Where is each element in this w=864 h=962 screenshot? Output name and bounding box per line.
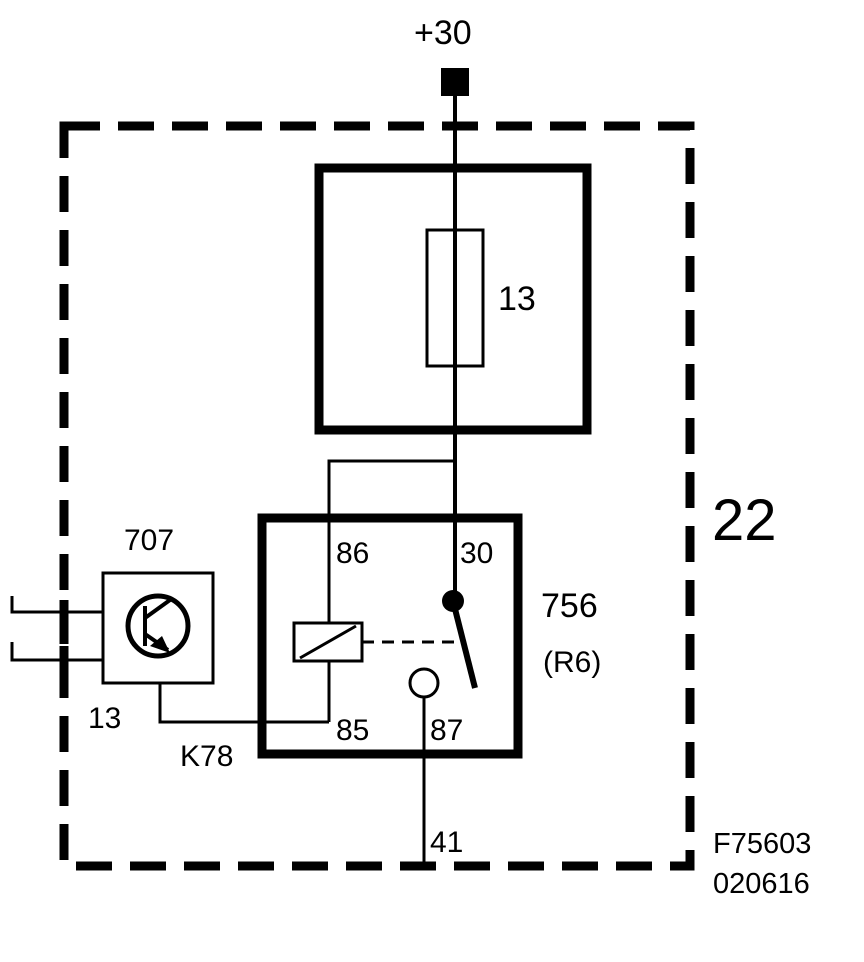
transistor-emitter-arrow	[150, 636, 170, 653]
component-box-outline	[59, 121, 695, 871]
relay-pin-86-label: 86	[336, 537, 369, 570]
transistor-collector	[143, 598, 172, 620]
relay-pin-30-label: 30	[460, 537, 493, 570]
supply-label: +30	[414, 14, 472, 52]
relay-id-label: 756	[541, 587, 598, 625]
relay-code-label: (R6)	[543, 646, 601, 679]
coil-feed-wire	[327, 459, 455, 628]
transistor-input-lead-1	[10, 596, 103, 614]
control-wire	[158, 684, 329, 724]
reference-code: F75603	[713, 828, 811, 860]
transistor-id-label: 707	[124, 524, 174, 557]
transistor-symbol	[125, 593, 191, 659]
fuse-label: 13	[498, 280, 536, 318]
output-label: 41	[430, 826, 463, 859]
relay-pin-87-label: 87	[430, 714, 463, 747]
relay-pin-85-label: 85	[336, 714, 369, 747]
fuse-box-outline	[314, 163, 592, 435]
box-label: 22	[712, 488, 777, 553]
transistor-pin-label: 13	[88, 702, 121, 735]
supply-terminal	[441, 68, 469, 96]
transistor-input-lead-2	[10, 642, 103, 662]
connector-label: K78	[180, 740, 233, 773]
relay-switch-arm	[450, 600, 478, 689]
reference-date: 020616	[713, 868, 810, 900]
relay-box-outline	[257, 513, 523, 759]
transistor-module	[101, 571, 215, 685]
relay-coil-diagonal	[299, 624, 357, 660]
relay-contact-87	[408, 667, 440, 699]
